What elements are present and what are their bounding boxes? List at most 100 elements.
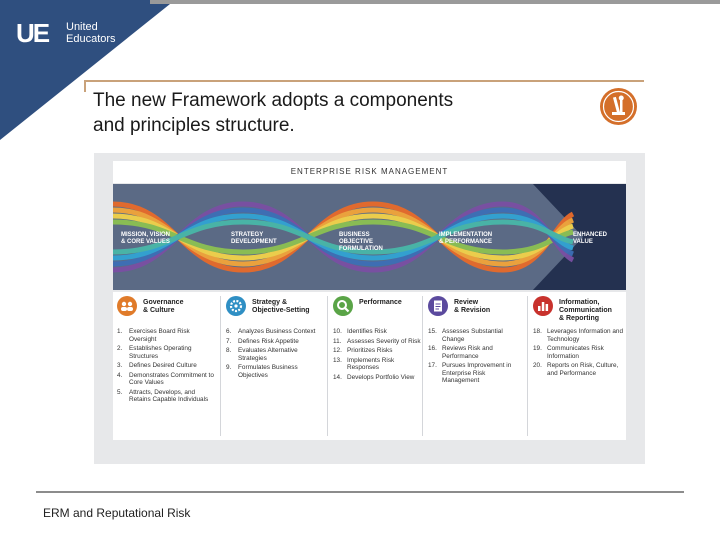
logo-line-1: United <box>66 21 116 33</box>
list-item: 14.Develops Portfolio View <box>333 374 421 382</box>
components-table: Governance & Culture 1.Exercises Board R… <box>113 292 626 440</box>
principle-text: Assesses Severity of Risk <box>347 338 421 346</box>
slide-title-line-2: and principles structure. <box>93 115 295 136</box>
principle-number: 3. <box>117 362 129 370</box>
list-item: 20.Reports on Risk, Culture, and Perform… <box>533 362 625 377</box>
principle-text: Analyzes Business Context <box>238 328 322 336</box>
band-label-line: OBJECTIVE <box>339 239 383 246</box>
component-title-line: Objective-Setting <box>252 307 310 315</box>
band-label-line: FORMULATION <box>339 246 383 253</box>
column-divider <box>327 296 328 436</box>
component-title-line: Communication <box>559 307 612 315</box>
band-label-mission: MISSION, VISION & CORE VALUES <box>121 232 170 246</box>
logo-line-2: Educators <box>66 33 116 45</box>
band-label-line: BUSINESS <box>339 232 383 239</box>
band-label-business: BUSINESS OBJECTIVE FORMULATION <box>339 232 383 253</box>
principle-number: 17. <box>428 362 442 385</box>
principle-text: Reports on Risk, Culture, and Performanc… <box>547 362 625 377</box>
list-item: 9.Formulates Business Objectives <box>226 364 322 379</box>
component-title: Strategy & Objective-Setting <box>252 299 310 315</box>
list-item: 11.Assesses Severity of Risk <box>333 338 421 346</box>
list-item: 19.Communicates Risk Information <box>533 345 625 360</box>
logo-mark: UE <box>16 18 48 49</box>
slide-title: The new Framework adopts a components an… <box>93 88 563 138</box>
list-item: 3.Defines Desired Culture <box>117 362 215 370</box>
list-item: 15.Assesses Substantial Change <box>428 328 524 343</box>
component-review: Review & Revision 15.Assesses Substantia… <box>424 292 526 440</box>
component-title: Performance <box>359 299 402 307</box>
magnifier-icon <box>333 296 353 316</box>
footer-text: ERM and Reputational Risk <box>43 506 190 520</box>
component-title-line: & Reporting <box>559 315 612 323</box>
principle-list: 10.Identifies Risk 11.Assesses Severity … <box>333 328 421 383</box>
principle-text: Identifies Risk <box>347 328 421 336</box>
list-item: 8.Evaluates Alternative Strategies <box>226 347 322 362</box>
component-title-line: & Culture <box>143 307 183 315</box>
principle-number: 18. <box>533 328 547 343</box>
component-title-line: & Revision <box>454 307 490 315</box>
gears-icon <box>226 296 246 316</box>
document-icon <box>428 296 448 316</box>
band-label-implementation: IMPLEMENTATION & PERFORMANCE <box>439 232 492 246</box>
principle-text: Leverages Information and Technology <box>547 328 625 343</box>
list-item: 12.Prioritizes Risks <box>333 347 421 355</box>
component-information: Information, Communication & Reporting 1… <box>529 292 626 440</box>
principle-number: 8. <box>226 347 238 362</box>
title-rule <box>84 80 644 82</box>
principle-number: 12. <box>333 347 347 355</box>
slide-title-line-1: The new Framework adopts a components <box>93 90 453 111</box>
principle-text: Evaluates Alternative Strategies <box>238 347 322 362</box>
principle-text: Defines Desired Culture <box>129 362 215 370</box>
band-label-line: DEVELOPMENT <box>231 239 277 246</box>
component-title: Review & Revision <box>454 299 490 315</box>
principle-number: 10. <box>333 328 347 336</box>
principle-number: 6. <box>226 328 238 336</box>
band-label-line: STRATEGY <box>231 232 277 239</box>
component-title-line: Governance <box>143 299 183 307</box>
principle-number: 7. <box>226 338 238 346</box>
principle-text: Attracts, Develops, and Retains Capable … <box>129 389 215 404</box>
band-label-line: ENHANCED <box>573 232 607 239</box>
component-title: Information, Communication & Reporting <box>559 299 612 323</box>
principle-number: 9. <box>226 364 238 379</box>
principle-text: Defines Risk Appetite <box>238 338 322 346</box>
principle-list: 6.Analyzes Business Context 7.Defines Ri… <box>226 328 322 381</box>
band-label-enhanced: ENHANCED VALUE <box>573 232 607 246</box>
component-title-line: Performance <box>359 299 402 307</box>
list-item: 2.Establishes Operating Structures <box>117 345 215 360</box>
principle-text: Develops Portfolio View <box>347 374 421 382</box>
list-item: 10.Identifies Risk <box>333 328 421 336</box>
principle-text: Demonstrates Commitment to Core Values <box>129 372 215 387</box>
principle-number: 11. <box>333 338 347 346</box>
title-rule-tick <box>84 80 86 92</box>
principle-text: Exercises Board Risk Oversight <box>129 328 215 343</box>
principle-list: 1.Exercises Board Risk Oversight 2.Estab… <box>117 328 215 406</box>
list-item: 16.Reviews Risk and Performance <box>428 345 524 360</box>
column-divider <box>527 296 528 436</box>
list-item: 5.Attracts, Develops, and Retains Capabl… <box>117 389 215 404</box>
column-divider <box>220 296 221 436</box>
band-label-line: MISSION, VISION <box>121 232 170 239</box>
band-label-line: & CORE VALUES <box>121 239 170 246</box>
principle-number: 5. <box>117 389 129 404</box>
principle-number: 16. <box>428 345 442 360</box>
list-item: 18.Leverages Information and Technology <box>533 328 625 343</box>
logo-text: United Educators <box>66 21 116 45</box>
principle-text: Prioritizes Risks <box>347 347 421 355</box>
list-item: 4.Demonstrates Commitment to Core Values <box>117 372 215 387</box>
principle-text: Communicates Risk Information <box>547 345 625 360</box>
principle-text: Implements Risk Responses <box>347 357 421 372</box>
principle-number: 13. <box>333 357 347 372</box>
principle-text: Establishes Operating Structures <box>129 345 215 360</box>
principle-number: 20. <box>533 362 547 377</box>
principle-number: 19. <box>533 345 547 360</box>
list-item: 1.Exercises Board Risk Oversight <box>117 328 215 343</box>
helix-band: MISSION, VISION & CORE VALUES STRATEGY D… <box>113 184 626 290</box>
tools-icon <box>600 88 637 125</box>
list-item: 13.Implements Risk Responses <box>333 357 421 372</box>
principle-text: Reviews Risk and Performance <box>442 345 524 360</box>
principle-list: 15.Assesses Substantial Change 16.Review… <box>428 328 524 387</box>
bar-chart-icon <box>533 296 553 316</box>
principle-text: Assesses Substantial Change <box>442 328 524 343</box>
band-label-line: & PERFORMANCE <box>439 239 492 246</box>
